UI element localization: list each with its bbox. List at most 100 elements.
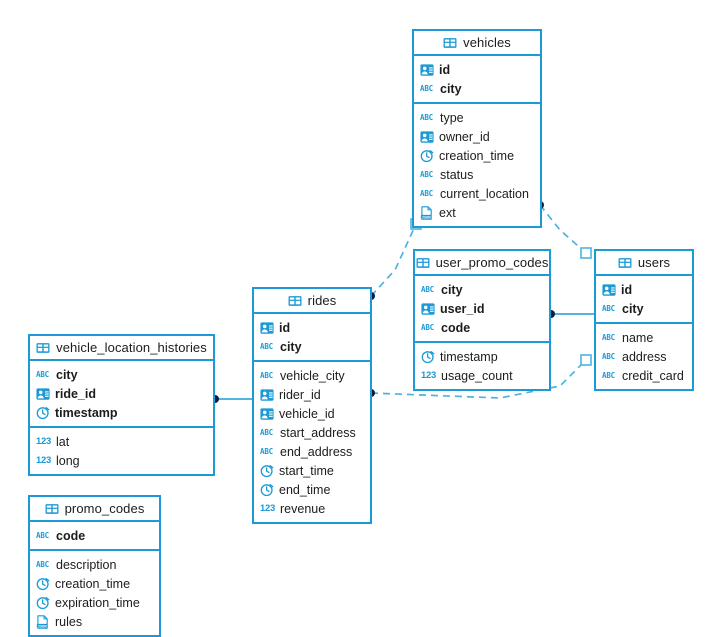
column-row-vehicle_id[interactable]: vehicle_id — [254, 404, 370, 423]
column-name: status — [440, 167, 474, 182]
json-doc-icon: JSON — [36, 614, 48, 629]
column-name: city — [441, 282, 463, 297]
123-icon: 123 — [260, 503, 275, 514]
column-row-rider_id[interactable]: rider_id — [254, 385, 370, 404]
id-card-icon — [260, 407, 274, 420]
column-name: city — [440, 81, 462, 96]
column-row-ride_id[interactable]: ride_id — [30, 384, 213, 403]
column-row-id[interactable]: id — [596, 280, 692, 299]
column-name: id — [279, 320, 291, 335]
column-row-type[interactable]: ABC type — [414, 108, 540, 127]
column-name: usage_count — [441, 368, 513, 383]
table-grid-icon — [618, 257, 632, 268]
id-card-icon — [260, 321, 274, 334]
column-row-city[interactable]: ABC city — [30, 365, 213, 384]
column-name: type — [440, 110, 464, 125]
table-header-promo_codes[interactable]: promo_codes — [30, 497, 159, 522]
abc-icon: ABC — [260, 447, 273, 456]
relationship-user-promo-codes-to-users[interactable] — [547, 310, 594, 318]
abc-icon: ABC — [420, 113, 433, 122]
column-name: creation_time — [55, 576, 131, 591]
column-row-id[interactable]: id — [414, 60, 540, 79]
column-row-creation_time[interactable]: creation_time — [414, 146, 540, 165]
table-header-vehicle_location_histories[interactable]: vehicle_location_histories — [30, 336, 213, 361]
column-row-user_id[interactable]: user_id — [415, 299, 549, 318]
abc-icon: ABC — [420, 189, 433, 198]
column-name: timestamp — [55, 405, 118, 420]
column-name: revenue — [280, 501, 326, 516]
table-grid-icon — [416, 257, 430, 268]
abc-icon: ABC — [421, 285, 434, 294]
clock-icon — [421, 350, 435, 363]
table-header-rides[interactable]: rides — [254, 289, 370, 314]
column-row-current_location[interactable]: ABC current_location — [414, 184, 540, 203]
column-row-city[interactable]: ABC city — [415, 280, 549, 299]
table-header-vehicles[interactable]: vehicles — [414, 31, 540, 56]
table-title: rides — [307, 293, 337, 308]
column-name: credit_card — [622, 368, 684, 383]
column-name: user_id — [440, 301, 485, 316]
table-header-user_promo_codes[interactable]: user_promo_codes — [415, 251, 549, 276]
abc-icon: ABC — [602, 352, 615, 361]
column-row-end_time[interactable]: end_time — [254, 480, 370, 499]
123-icon: 123 — [36, 436, 51, 447]
column-name: city — [280, 339, 302, 354]
table-grid-icon — [443, 37, 457, 48]
abc-icon: ABC — [36, 370, 49, 379]
clock-icon — [36, 577, 50, 590]
column-row-id[interactable]: id — [254, 318, 370, 337]
relationship-vehicle-location-histories-to-rides[interactable] — [211, 395, 252, 403]
table-title: vehicles — [463, 35, 511, 50]
column-row-expiration_time[interactable]: expiration_time — [30, 593, 159, 612]
column-name: rider_id — [279, 387, 321, 402]
connector-target-socket — [580, 247, 592, 259]
column-row-start_time[interactable]: start_time — [254, 461, 370, 480]
id-card-icon — [421, 302, 435, 315]
column-row-timestamp[interactable]: timestamp — [30, 403, 213, 422]
column-name: city — [56, 367, 78, 382]
clock-icon — [36, 406, 50, 419]
abc-icon: ABC — [421, 323, 434, 332]
column-row-revenue[interactable]: 123 revenue — [254, 499, 370, 518]
json-doc-icon: JSON — [420, 205, 432, 220]
column-row-creation_time[interactable]: creation_time — [30, 574, 159, 593]
column-name: owner_id — [439, 129, 490, 144]
column-row-timestamp[interactable]: timestamp — [415, 347, 549, 366]
column-row-owner_id[interactable]: owner_id — [414, 127, 540, 146]
table-title: user_promo_codes — [435, 255, 549, 270]
column-name: current_location — [440, 186, 529, 201]
abc-icon: ABC — [602, 304, 615, 313]
table-header-users[interactable]: users — [596, 251, 692, 276]
column-name: ride_id — [55, 386, 96, 401]
